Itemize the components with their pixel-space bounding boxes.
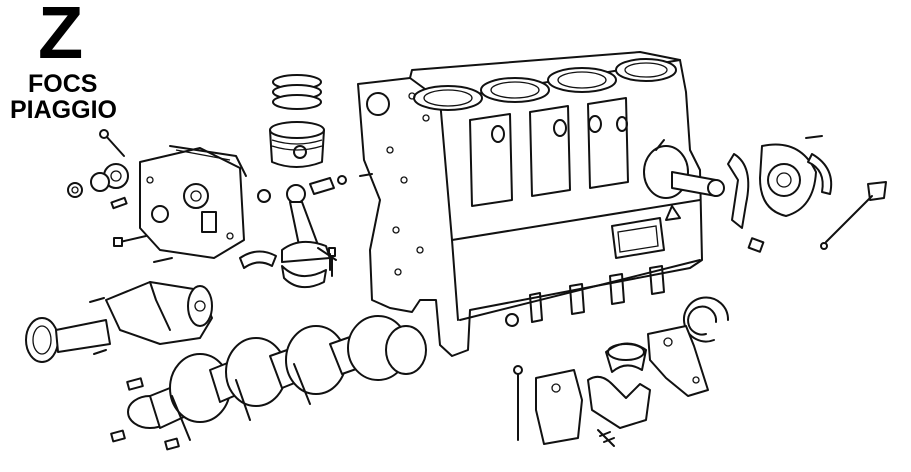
piston xyxy=(269,121,325,168)
connecting-rod xyxy=(281,184,337,263)
water-pump xyxy=(25,281,213,363)
oil-pump-housing xyxy=(139,145,247,259)
snap-ring xyxy=(683,296,730,343)
cylinder-block xyxy=(357,51,703,357)
piston-rings xyxy=(272,74,322,110)
rod-bearing-shells xyxy=(239,247,336,289)
title-line-1: FOCS xyxy=(28,70,98,98)
crankshaft xyxy=(110,315,427,451)
camshaft-bushing xyxy=(643,139,725,199)
section-letter: Z xyxy=(38,0,84,74)
bolts xyxy=(329,253,615,447)
dipstick xyxy=(820,181,887,250)
water-pump-pulley xyxy=(67,129,173,263)
main-bearing-caps xyxy=(535,325,709,445)
piston-pin xyxy=(257,173,373,203)
main-bearing-shell xyxy=(605,342,647,373)
title-line-2: PIAGGIO xyxy=(10,96,117,124)
rear-seal-cover xyxy=(727,135,833,253)
